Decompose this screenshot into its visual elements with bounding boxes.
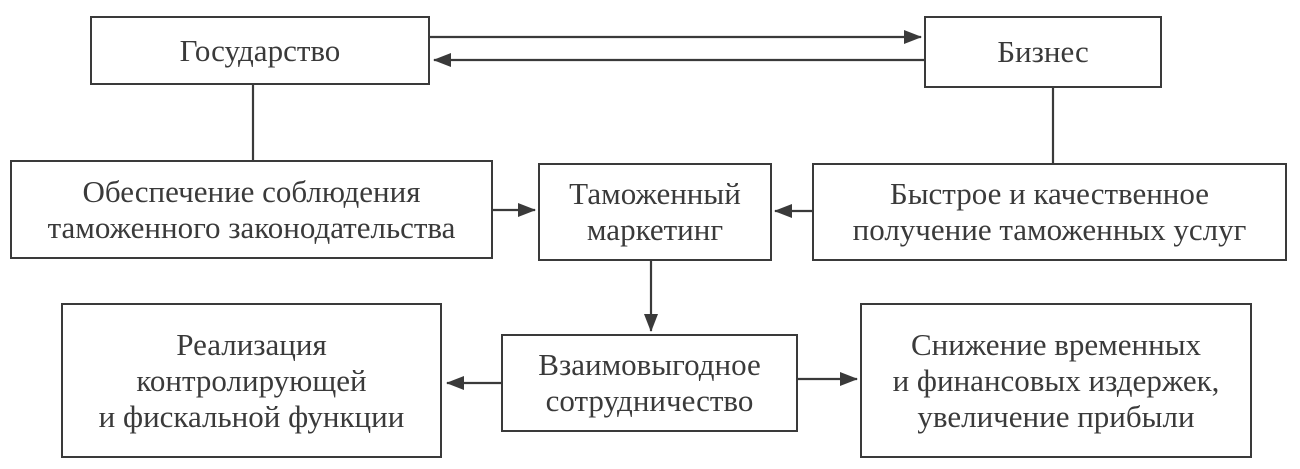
node-cost-reduction-profit: Снижение временных и финансовых издержек… bbox=[860, 303, 1252, 458]
node-state: Государство bbox=[90, 16, 430, 85]
node-control-fiscal-function: Реализация контролирующей и фискальной ф… bbox=[61, 303, 442, 458]
node-fast-quality-services: Быстрое и качественное получение таможен… bbox=[812, 163, 1287, 261]
node-customs-marketing: Таможенный маркетинг bbox=[538, 163, 772, 261]
node-business: Бизнес bbox=[924, 16, 1162, 88]
node-mutually-beneficial-cooperation: Взаимовыгодное сотрудничество bbox=[501, 334, 798, 432]
node-customs-law-compliance: Обеспечение соблюдения таможенного закон… bbox=[10, 160, 493, 259]
